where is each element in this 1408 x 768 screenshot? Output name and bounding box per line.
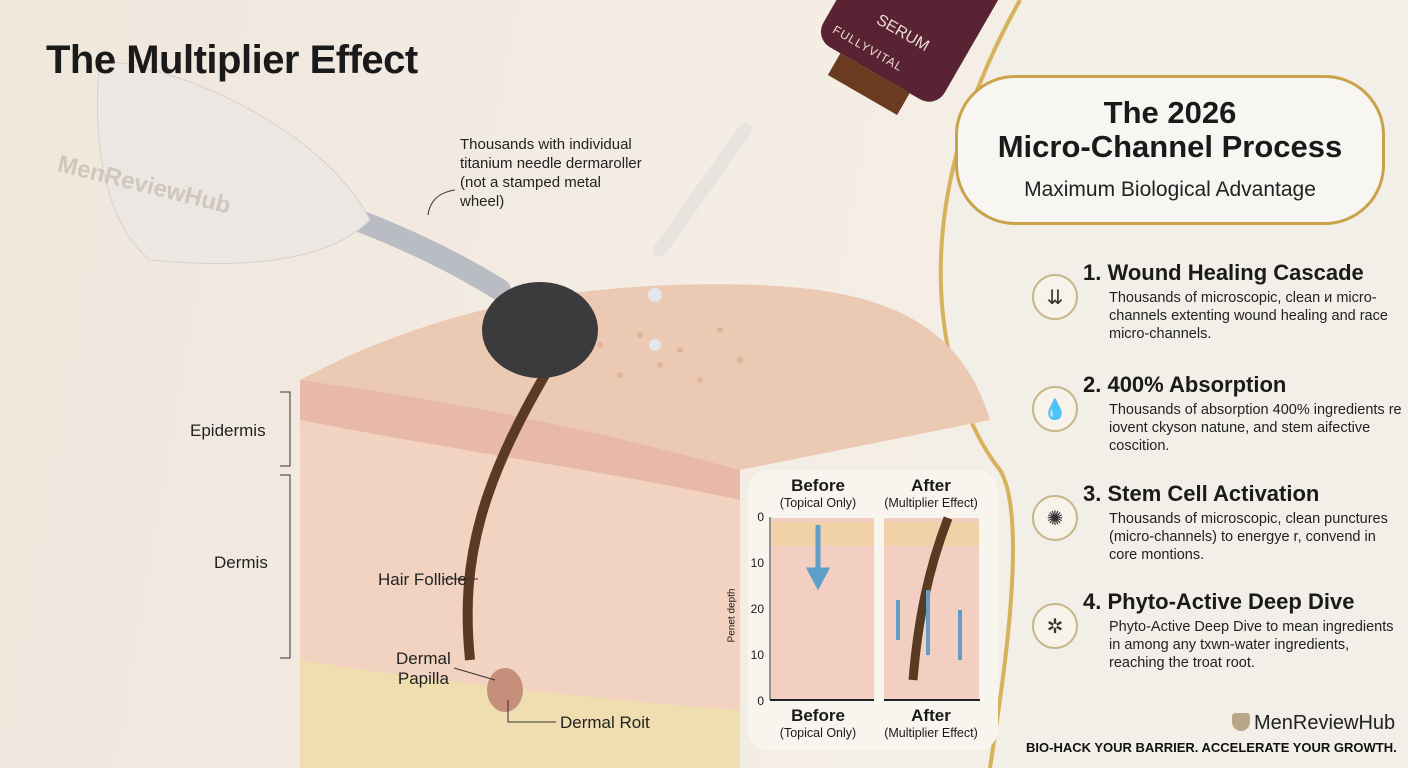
y-axis-label: Penet depth (726, 588, 738, 643)
skin-surface (300, 284, 990, 470)
gold-swoosh (938, 0, 1022, 768)
after-footer-heading: After (911, 706, 951, 725)
item-description: Phyto-Active Deep Dive to mean ingredien… (1109, 619, 1394, 671)
before-heading: Before (791, 476, 845, 495)
process-item: ✺ 3. Stem Cell Activation Thousands of m… (1032, 481, 1402, 564)
serum-bottle (820, 0, 1005, 102)
droplet-absorption-icon: 💧 (1032, 386, 1078, 432)
hair-follicle (462, 347, 565, 661)
process-subtitle: Maximum Biological Advantage (1024, 178, 1316, 201)
stem-cell-icon: ✺ (1032, 495, 1078, 541)
item-title: 4. Phyto-Active Deep Dive (1083, 589, 1355, 614)
dermaroller-drum (482, 282, 598, 378)
fat-layer (300, 660, 740, 768)
brand-logo-icon (1232, 713, 1250, 731)
process-title-line1: The 2026 (1103, 95, 1237, 130)
tick-label: 20 (750, 602, 764, 616)
process-item: ⇊ 1. Wound Healing Cascade Thousands of … (1032, 260, 1402, 343)
item-title: 3. Stem Cell Activation (1083, 481, 1320, 506)
dermal-papilla-line1: Dermal (396, 649, 451, 668)
before-after-comparison: Before (Topical Only) After (Multiplier … (727, 470, 998, 750)
dermal-root-label: Dermal Roit (560, 713, 650, 732)
before-subheading: (Topical Only) (779, 496, 857, 510)
after-arrows (896, 590, 962, 660)
dermal-papilla-line2: Papilla (397, 669, 449, 688)
hair-follicle-label: Hair Follicle (378, 570, 467, 589)
item-title: 2. 400% Absorption (1083, 372, 1287, 397)
callout-line (427, 189, 456, 216)
brand-name: MenReviewHub (1254, 712, 1396, 734)
item-description: Thousands of microscopic, clean puncture… (1109, 511, 1388, 563)
before-footer-subheading: (Topical Only) (779, 726, 857, 740)
skin-puncture-icon: ⇊ (1032, 274, 1078, 320)
after-footer-subheading: (Multiplier Effect) (884, 726, 978, 740)
epidermis-bracket (280, 391, 291, 467)
item-description: Thousands of absorption 400% ingredients… (1109, 402, 1402, 454)
before-footer-heading: Before (791, 706, 845, 725)
hair-shaft (908, 516, 953, 681)
tagline: BIO-HACK YOUR BARRIER. ACCELERATE YOUR G… (1026, 740, 1397, 755)
dermis-layer (300, 420, 740, 740)
phyto-molecule-icon: ✲ (1032, 603, 1078, 649)
dermis-label: Dermis (214, 553, 268, 572)
tick-label: 10 (750, 648, 764, 662)
comparison-panels (769, 516, 980, 701)
after-subheading: (Multiplier Effect) (884, 496, 978, 510)
before-panel (771, 518, 874, 700)
item-title: 1. Wound Healing Cascade (1083, 260, 1364, 285)
epidermis-label: Epidermis (190, 421, 266, 440)
dermaroller-callout: Thousands with individual titanium needl… (460, 136, 642, 210)
process-item: 💧 2. 400% Absorption Thousands of absorp… (1032, 372, 1402, 455)
process-item: ✲ 4. Phyto-Active Deep Dive Phyto-Active… (1032, 589, 1402, 672)
gloved-hand (97, 59, 371, 265)
before-arrow (805, 525, 831, 591)
dermal-papilla (487, 668, 523, 712)
after-heading: After (911, 476, 951, 495)
page-title: The Multiplier Effect (46, 38, 418, 82)
item-description: Thousands of microscopic, clean и micro-… (1109, 290, 1388, 342)
dropper (653, 123, 752, 257)
dermis-bracket (280, 474, 291, 659)
footer-brand: MenReviewHub (1232, 712, 1395, 735)
serum-drop (648, 288, 662, 302)
tick-label: 0 (757, 694, 764, 708)
tick-label: 10 (750, 556, 764, 570)
epidermis-layer (300, 380, 740, 500)
process-title-line2: Micro-Channel Process (997, 129, 1343, 164)
tick-label: 0 (757, 510, 764, 524)
